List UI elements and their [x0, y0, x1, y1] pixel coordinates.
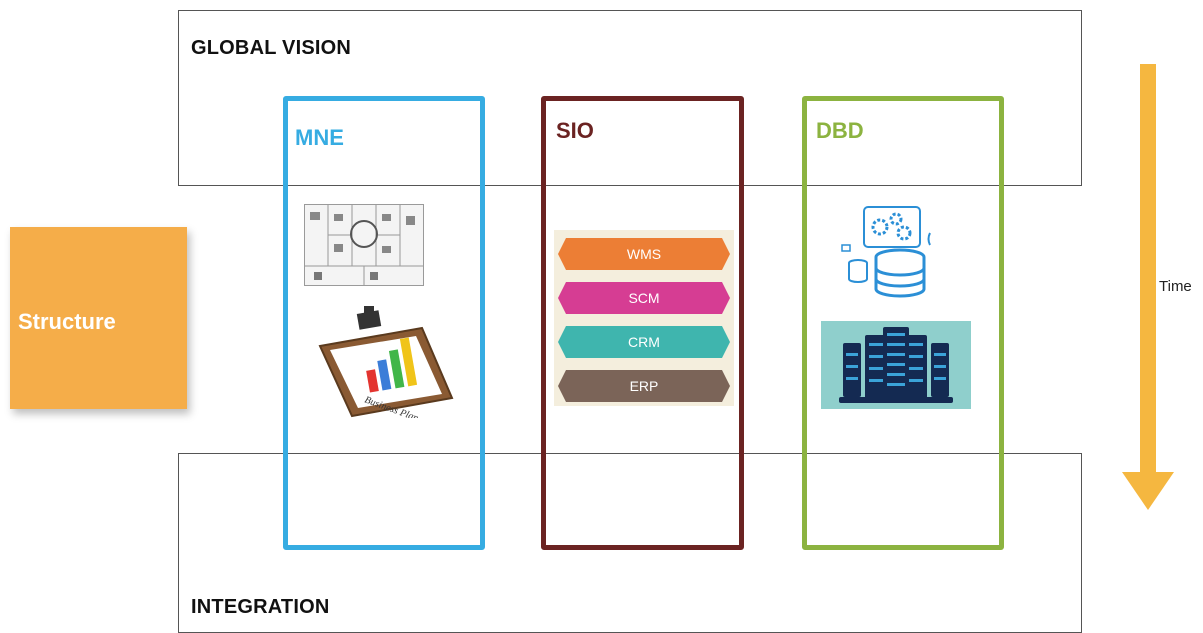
- dbd-title: DBD: [816, 118, 864, 143]
- integration-title: INTEGRATION: [191, 596, 330, 618]
- global-vision-title: GLOBAL VISION: [191, 37, 352, 59]
- stack-layer-scm: SCM: [628, 290, 659, 306]
- time-label: Time: [1159, 278, 1192, 295]
- software-stack-image: WMS SCM CRM ERP: [554, 230, 734, 406]
- time-arrow: [1122, 64, 1174, 510]
- database-gears-icon: [841, 206, 931, 298]
- stack-layer-wms: WMS: [627, 246, 661, 262]
- mne-title: MNE: [295, 125, 344, 150]
- stack-layer-crm: CRM: [628, 334, 660, 350]
- sio-column: [541, 96, 744, 550]
- business-plan-image: Business Plan: [318, 306, 454, 418]
- integration-band: [178, 453, 1082, 633]
- mne-column: [283, 96, 485, 550]
- stack-layer-erp: ERP: [630, 378, 659, 394]
- structure-label: Structure: [18, 309, 116, 334]
- dbd-column: [802, 96, 1004, 550]
- server-rack-icon: [821, 321, 971, 409]
- business-model-canvas-image: [304, 204, 424, 286]
- structure-box: [10, 227, 187, 409]
- sio-title: SIO: [556, 118, 594, 143]
